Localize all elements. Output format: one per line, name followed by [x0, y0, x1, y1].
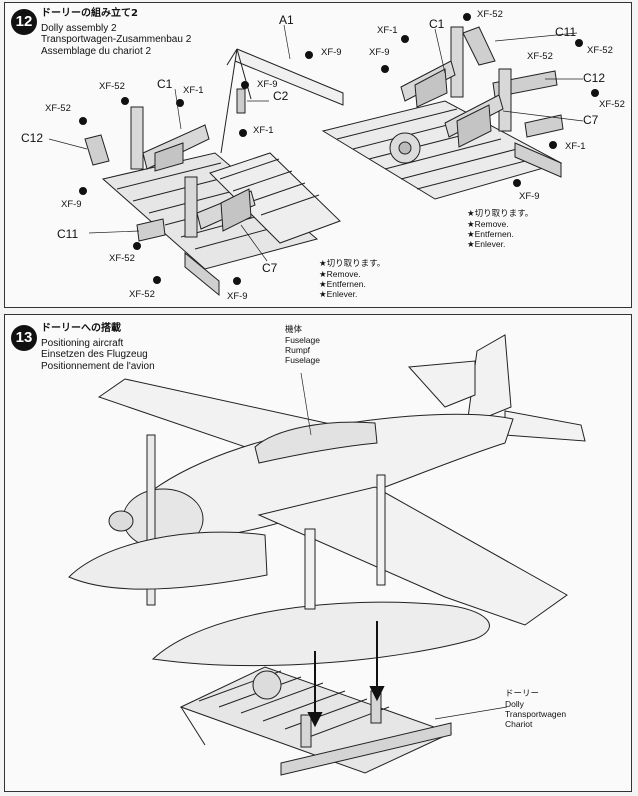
remove-note-en: ★Remove.: [467, 219, 509, 229]
part-label-c1-right: C1: [429, 17, 445, 31]
part-label-c1-left: C1: [157, 77, 173, 91]
part-label-c11-left: C11: [57, 227, 79, 241]
fuselage-label-fr: Fuselage: [285, 355, 320, 365]
paint-label-xf52: XF-52: [109, 253, 135, 264]
step-13-panel: 13 ドーリーへの搭載 Positioning aircraft Einsetz…: [4, 314, 632, 792]
dolly-label-en: Dolly: [505, 699, 524, 709]
aircraft-on-dolly-diagram: [68, 334, 586, 776]
step-13-title: ドーリーへの搭載 Positioning aircraft Einsetzen …: [41, 323, 155, 372]
remove-note-de: ★Entfernen.: [467, 229, 514, 239]
step-12-title-en: Dolly assembly 2: [41, 22, 117, 34]
part-label-c11-right: C11: [555, 25, 577, 39]
part-label-c7-left: C7: [262, 261, 278, 275]
step-13-title-fr: Positionnement de l'avion: [41, 360, 155, 372]
paint-label-xf1: XF-1: [565, 141, 586, 152]
paint-label-xf9: XF-9: [257, 79, 278, 90]
dolly-callout: ドーリー Dolly Transportwagen Chariot: [505, 689, 566, 729]
step-12-panel: 12 ドーリーの組み立て2 Dolly assembly 2 Transport…: [4, 2, 632, 308]
part-label-c7-right: C7: [583, 113, 599, 127]
remove-note-jp: ★切り取ります。: [467, 209, 534, 219]
paint-label-xf1: XF-1: [377, 25, 398, 36]
paint-label-xf9: XF-9: [321, 47, 342, 58]
part-label-c12-right: C12: [583, 71, 606, 85]
dolly-label-jp: ドーリー: [505, 689, 540, 699]
paint-label-xf9: XF-9: [227, 291, 248, 302]
step-12-title: ドーリーの組み立て2 Dolly assembly 2 Transportwag…: [41, 8, 191, 57]
paint-label-xf52: XF-52: [99, 81, 125, 92]
fuselage-label-en: Fuselage: [285, 335, 320, 345]
paint-label-xf52: XF-52: [527, 51, 553, 62]
step-12-title-de: Transportwagen-Zusammenbau 2: [41, 34, 192, 45]
paint-label-xf9: XF-9: [519, 191, 540, 202]
remove-note-de: ★Entfernen.: [319, 279, 366, 289]
remove-note-left: ★切り取ります。 ★Remove. ★Entfernen. ★Enlever.: [319, 259, 385, 299]
remove-note-en: ★Remove.: [319, 269, 361, 279]
paint-label-xf1: XF-1: [183, 85, 204, 96]
step-number-badge: 13: [11, 325, 37, 351]
fuselage-callout: 機体 Fuselage Rumpf Fuselage: [285, 325, 320, 365]
fuselage-label-jp: 機体: [285, 325, 303, 335]
paint-label-xf9: XF-9: [61, 199, 82, 210]
paint-label-xf52: XF-52: [45, 103, 71, 114]
step-13-title-de: Einsetzen des Flugzeug: [41, 349, 148, 360]
paint-label-xf52: XF-52: [477, 9, 503, 20]
dolly-label-de: Transportwagen: [505, 709, 567, 719]
paint-label-xf52: XF-52: [129, 289, 155, 300]
step-13-title-en: Positioning aircraft: [41, 337, 124, 349]
remove-note-fr: ★Enlever.: [467, 239, 506, 249]
paint-label-xf52: XF-52: [599, 99, 625, 110]
remove-note-fr: ★Enlever.: [319, 289, 358, 299]
dolly-label-fr: Chariot: [505, 719, 533, 729]
paint-label-xf52: XF-52: [587, 45, 613, 56]
paint-label-xf9: XF-9: [369, 47, 390, 58]
paint-label-xf1: XF-1: [253, 125, 274, 136]
step-13-title-jp: ドーリーへの搭載: [41, 323, 121, 334]
part-label-a1: A1: [279, 13, 294, 27]
step-number-badge: 12: [11, 9, 37, 35]
fuselage-label-de: Rumpf: [285, 345, 311, 355]
part-label-c2: C2: [273, 89, 289, 103]
dolly-assembly-diagram: [48, 13, 599, 297]
remove-note-right: ★切り取ります。 ★Remove. ★Entfernen. ★Enlever.: [467, 209, 533, 249]
part-label-c12-left: C12: [21, 131, 44, 145]
step-12-title-fr: Assemblage du chariot 2: [41, 45, 152, 57]
remove-note-jp: ★切り取ります。: [319, 259, 386, 269]
step-12-title-jp: ドーリーの組み立て2: [41, 8, 138, 19]
